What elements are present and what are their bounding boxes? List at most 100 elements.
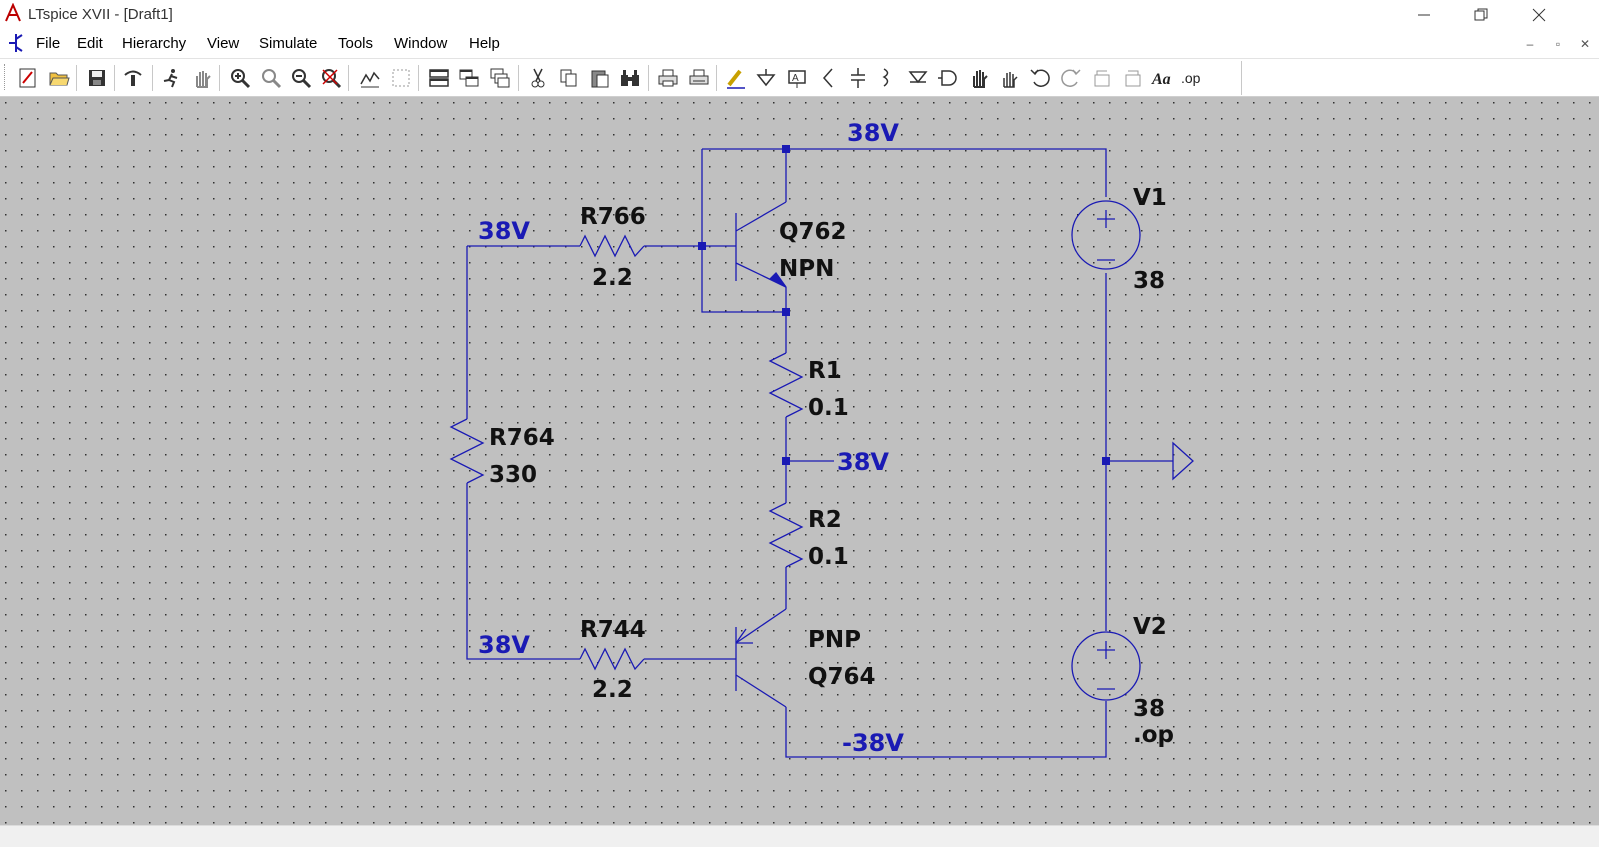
menu-tools[interactable]: Tools bbox=[338, 35, 374, 52]
text-button[interactable]: Aa bbox=[1150, 65, 1176, 91]
label-r1-name[interactable]: R1 bbox=[808, 358, 842, 384]
label-net-button[interactable]: A bbox=[784, 65, 810, 91]
restore-button[interactable] bbox=[1452, 0, 1510, 30]
menu-hierarchy[interactable]: Hierarchy bbox=[122, 35, 187, 52]
zoom-out-icon bbox=[292, 69, 312, 89]
toolbar-grip[interactable] bbox=[4, 64, 8, 90]
resistor-r2[interactable] bbox=[768, 502, 804, 568]
spice-directive-op[interactable]: .op bbox=[1133, 722, 1174, 748]
resistor-r744[interactable] bbox=[579, 647, 645, 671]
find-button[interactable] bbox=[617, 65, 643, 91]
open-button[interactable] bbox=[46, 65, 72, 91]
schematic-doc-icon[interactable] bbox=[6, 33, 24, 53]
tile-horizontal-button[interactable] bbox=[426, 65, 452, 91]
resistor-r766[interactable] bbox=[579, 234, 645, 258]
menu-window[interactable]: Window bbox=[394, 35, 448, 52]
autorange-button[interactable] bbox=[357, 65, 383, 91]
cascade-button[interactable] bbox=[487, 65, 513, 91]
save-button[interactable] bbox=[84, 65, 110, 91]
undo-button[interactable] bbox=[1027, 65, 1053, 91]
inductor-button[interactable] bbox=[874, 65, 900, 91]
label-r744-value[interactable]: 2.2 bbox=[592, 677, 633, 703]
rotate-button[interactable] bbox=[1089, 65, 1115, 91]
resistor-r1[interactable] bbox=[768, 352, 804, 418]
menu-simulate[interactable]: Simulate bbox=[259, 35, 318, 52]
net-label-top[interactable]: 38V bbox=[847, 119, 899, 147]
print-button[interactable] bbox=[655, 65, 681, 91]
mirror-button[interactable] bbox=[1120, 65, 1146, 91]
redo-button[interactable] bbox=[1058, 65, 1084, 91]
voltage-source-v2[interactable] bbox=[1071, 631, 1141, 701]
transistor-q762[interactable] bbox=[735, 201, 787, 288]
ground-icon bbox=[756, 69, 776, 87]
zoom-out-button[interactable] bbox=[288, 65, 314, 91]
expand-button[interactable] bbox=[388, 65, 414, 91]
paste-button[interactable] bbox=[587, 65, 613, 91]
wire-bottom-rail[interactable] bbox=[785, 701, 1107, 758]
resistor-button[interactable] bbox=[815, 65, 841, 91]
ground-button[interactable] bbox=[753, 65, 779, 91]
schematic-canvas[interactable]: 38V 38V 38V 38V -38V R766 2.2 Q762 NPN R… bbox=[0, 97, 1599, 825]
move-button[interactable] bbox=[966, 65, 992, 91]
halt-button[interactable] bbox=[189, 65, 215, 91]
net-label-bottom[interactable]: -38V bbox=[842, 729, 904, 757]
copy-button[interactable] bbox=[556, 65, 582, 91]
spice-directive-button[interactable]: .op bbox=[1180, 65, 1206, 91]
transistor-q764[interactable] bbox=[735, 608, 787, 708]
label-v2-name[interactable]: V2 bbox=[1133, 614, 1167, 640]
redo-icon bbox=[1061, 69, 1081, 87]
label-q764-model[interactable]: PNP bbox=[808, 627, 861, 653]
zoom-in-button[interactable] bbox=[227, 65, 253, 91]
drag-button[interactable] bbox=[996, 65, 1022, 91]
tile-vertical-button[interactable] bbox=[456, 65, 482, 91]
label-r764-name[interactable]: R764 bbox=[489, 425, 555, 451]
schematic-drawing[interactable]: 38V 38V 38V 38V -38V R766 2.2 Q762 NPN R… bbox=[0, 97, 1599, 825]
label-q764-name[interactable]: Q764 bbox=[808, 664, 876, 690]
minimize-button[interactable] bbox=[1395, 0, 1453, 30]
wire-left-bottom[interactable] bbox=[466, 483, 580, 660]
net-label-upper-left[interactable]: 38V bbox=[478, 217, 530, 245]
label-v1-value[interactable]: 38 bbox=[1133, 268, 1165, 294]
label-q762-model[interactable]: NPN bbox=[779, 256, 834, 282]
net-label-mid[interactable]: 38V bbox=[837, 448, 889, 476]
label-r1-value[interactable]: 0.1 bbox=[808, 395, 849, 421]
wire-feedback[interactable] bbox=[701, 149, 786, 313]
wires[interactable] bbox=[466, 148, 1173, 758]
net-label-lower-left[interactable]: 38V bbox=[478, 631, 530, 659]
run-button[interactable] bbox=[158, 65, 184, 91]
mdi-minimize-button[interactable]: – bbox=[1526, 37, 1534, 51]
print-setup-button[interactable] bbox=[686, 65, 712, 91]
toolbar: A Aa .op bbox=[0, 59, 1599, 97]
ground-symbol[interactable] bbox=[1172, 441, 1194, 481]
zoom-area-button[interactable] bbox=[258, 65, 284, 91]
cut-button[interactable] bbox=[525, 65, 551, 91]
move-icon bbox=[973, 70, 988, 88]
label-r2-value[interactable]: 0.1 bbox=[808, 544, 849, 570]
zoom-fit-button[interactable] bbox=[318, 65, 344, 91]
label-r766-name[interactable]: R766 bbox=[580, 204, 646, 230]
resistor-r764[interactable] bbox=[449, 418, 485, 484]
menu-help[interactable]: Help bbox=[469, 35, 500, 52]
diode-button[interactable] bbox=[905, 65, 931, 91]
mdi-close-button[interactable]: ✕ bbox=[1579, 37, 1591, 51]
component-icon bbox=[938, 70, 957, 86]
wire-button[interactable] bbox=[723, 65, 749, 91]
component-button[interactable] bbox=[935, 65, 961, 91]
close-button[interactable] bbox=[1510, 0, 1568, 30]
label-v1-name[interactable]: V1 bbox=[1133, 185, 1167, 211]
menu-view[interactable]: View bbox=[207, 35, 240, 52]
voltage-source-v1[interactable] bbox=[1071, 200, 1141, 270]
label-r2-name[interactable]: R2 bbox=[808, 507, 842, 533]
label-v2-value[interactable]: 38 bbox=[1133, 696, 1165, 722]
capacitor-button[interactable] bbox=[845, 65, 871, 91]
wire-top-rail[interactable] bbox=[702, 148, 1107, 197]
label-q762-name[interactable]: Q762 bbox=[779, 219, 847, 245]
label-r744-name[interactable]: R744 bbox=[580, 617, 646, 643]
new-schematic-button[interactable] bbox=[15, 65, 41, 91]
menu-edit[interactable]: Edit bbox=[77, 35, 103, 52]
label-r766-value[interactable]: 2.2 bbox=[592, 265, 633, 291]
control-panel-button[interactable] bbox=[120, 65, 146, 91]
mdi-restore-button[interactable]: ▫ bbox=[1555, 37, 1561, 51]
menu-file[interactable]: File bbox=[36, 35, 61, 52]
label-r764-value[interactable]: 330 bbox=[489, 462, 537, 488]
